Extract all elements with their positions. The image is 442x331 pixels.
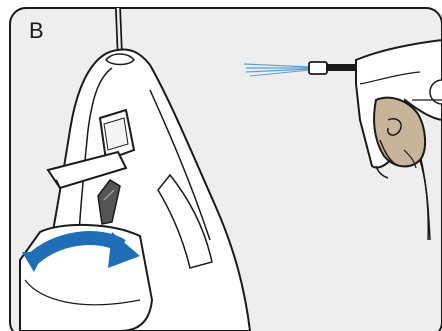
step-label: B [29,18,44,43]
rotate-arrow-icon [22,231,140,272]
hand-icon [373,96,431,241]
water-spray-icon [243,63,311,77]
iron-soleplate-icon [19,48,252,331]
